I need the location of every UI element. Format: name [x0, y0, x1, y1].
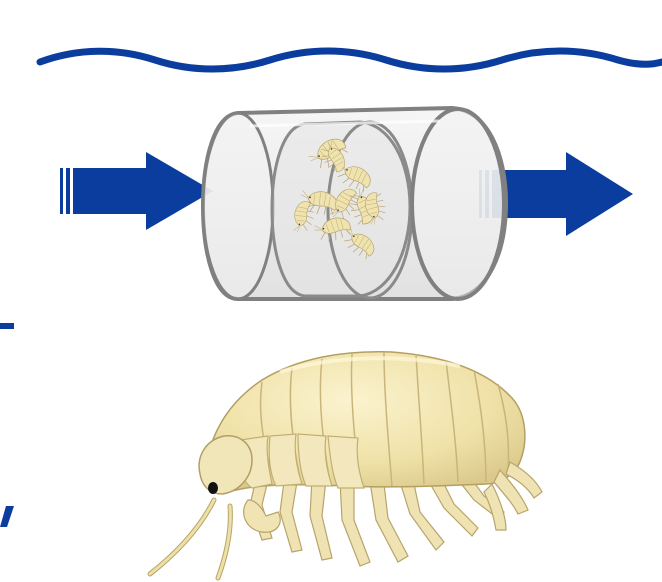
flow-chamber	[203, 108, 506, 299]
inflow-arrow-icon	[60, 152, 213, 230]
amphipod-specimen-illustration	[150, 352, 542, 578]
left-edge-mark-top	[0, 323, 14, 329]
eye-icon	[208, 482, 218, 494]
water-surface-line	[40, 51, 662, 69]
left-edge-mark-bottom	[0, 506, 14, 527]
